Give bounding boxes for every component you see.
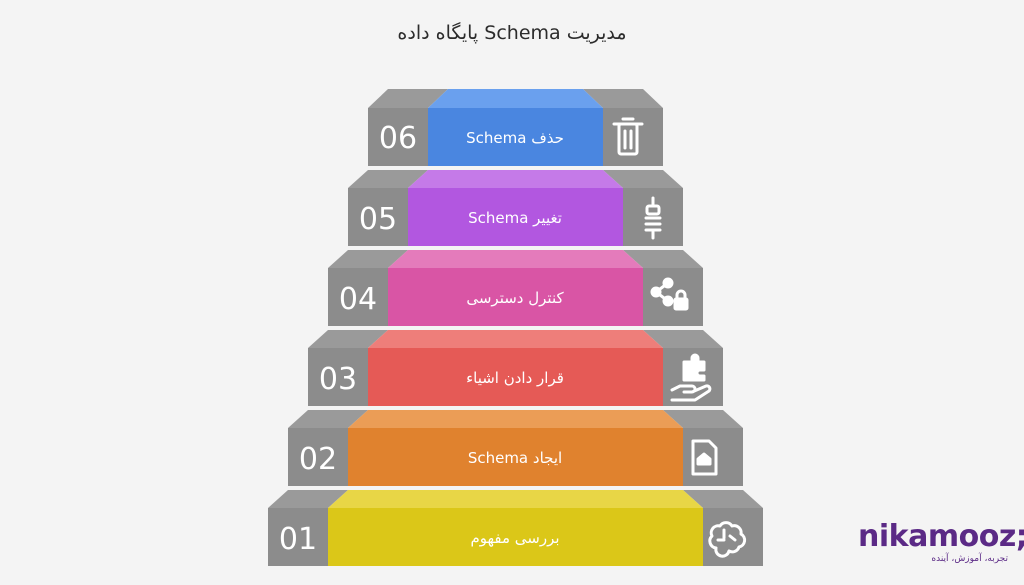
- step-06: 06 حذف Schema: [368, 89, 663, 166]
- logo-wordmark: nikamooz;: [858, 519, 1024, 554]
- step-04-label: کنترل دسترسی: [466, 289, 564, 307]
- step-04: 04 کنترل دسترسی: [328, 250, 703, 326]
- hand-puzzle-icon: [670, 353, 712, 402]
- step-01-number: 01: [279, 522, 317, 557]
- brain-icon: [708, 521, 747, 558]
- step-01-label: بررسی مفهوم: [470, 529, 559, 547]
- step-02-number: 02: [299, 442, 337, 477]
- nikamooz-logo: nikamooz; تجربه، آموزش، آینده: [858, 519, 1024, 572]
- step-01: 01 بررسی مفهوم: [268, 490, 763, 566]
- step-05-number: 05: [359, 202, 397, 237]
- step-01-bar: [328, 508, 703, 566]
- step-05-bar: [408, 188, 623, 246]
- step-06-label: حذف Schema: [466, 129, 564, 147]
- step-06-bar: [428, 108, 603, 166]
- step-02-label: ایجاد Schema: [468, 449, 562, 467]
- step-02: 02 ایجاد Schema: [288, 410, 743, 486]
- step-05-label: تغییر Schema: [468, 209, 562, 227]
- logo-tagline: تجربه، آموزش، آینده: [931, 554, 1008, 564]
- screwdriver-icon: [644, 196, 662, 240]
- share-lock-icon: [650, 277, 689, 311]
- step-04-bar: [388, 268, 643, 326]
- step-05: 05 تغییر Schema: [348, 170, 683, 246]
- page-title: مدیریت Schema پایگاه داده: [397, 22, 627, 44]
- step-03-label: قرار دادن اشیاء: [466, 369, 564, 387]
- file-home-icon: [691, 439, 718, 476]
- step-03-number: 03: [319, 362, 357, 397]
- step-03-bar: [368, 348, 663, 406]
- step-02-bar: [348, 428, 683, 486]
- trash-icon: [612, 117, 644, 156]
- step-03: 03 قرار دادن اشیاء: [308, 330, 723, 406]
- step-04-number: 04: [339, 282, 377, 317]
- step-06-number: 06: [379, 121, 417, 156]
